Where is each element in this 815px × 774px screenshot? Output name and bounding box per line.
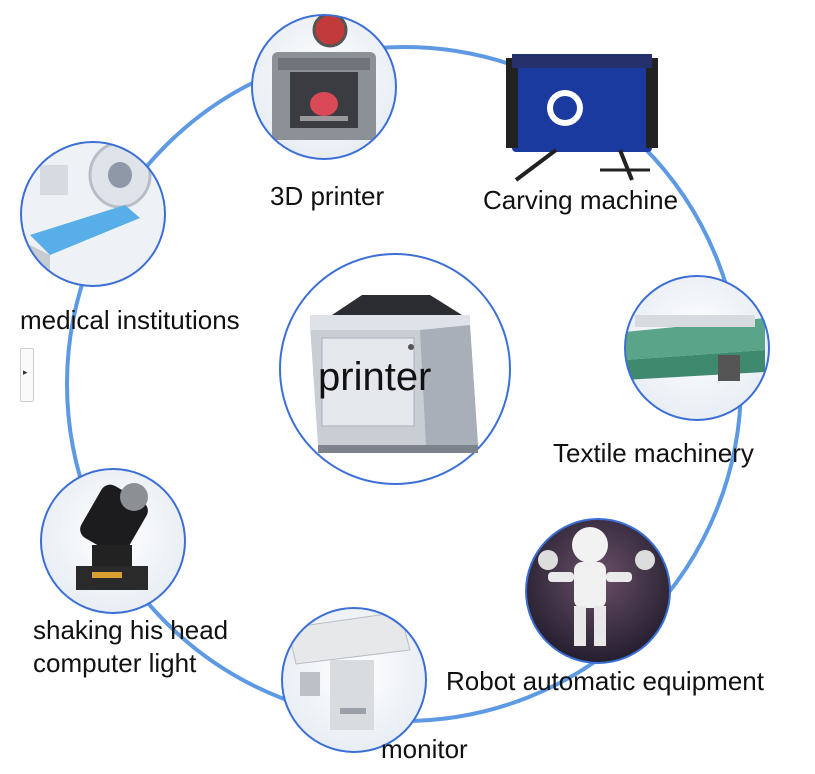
node-monitor xyxy=(281,607,427,753)
label-medical-institutions: medical institutions xyxy=(20,305,240,335)
label-3d-printer: 3D printer xyxy=(270,181,385,211)
chevron-right-icon: ▸ xyxy=(23,367,28,377)
label-carving-machine: Carving machine xyxy=(483,185,679,215)
node-medical-institutions xyxy=(20,141,166,287)
label-printer-image xyxy=(310,295,478,453)
node-moving-head-light xyxy=(40,468,186,614)
center-node-printer xyxy=(279,253,511,485)
node-3d-printer xyxy=(251,14,397,160)
side-collapse-tab[interactable]: ▸ xyxy=(20,348,34,402)
node-textile-machinery xyxy=(624,275,770,421)
label-robot-equipment: Robot automatic equipment xyxy=(446,666,764,696)
node-carving-machine xyxy=(506,54,658,182)
node-robot-equipment xyxy=(525,518,671,664)
label-moving-head-line1: shaking his head xyxy=(33,615,229,645)
center-label: printer xyxy=(318,355,432,399)
label-textile-machinery: Textile machinery xyxy=(553,438,754,468)
label-monitor: monitor xyxy=(381,734,468,764)
label-moving-head-line2: computer light xyxy=(33,648,197,678)
